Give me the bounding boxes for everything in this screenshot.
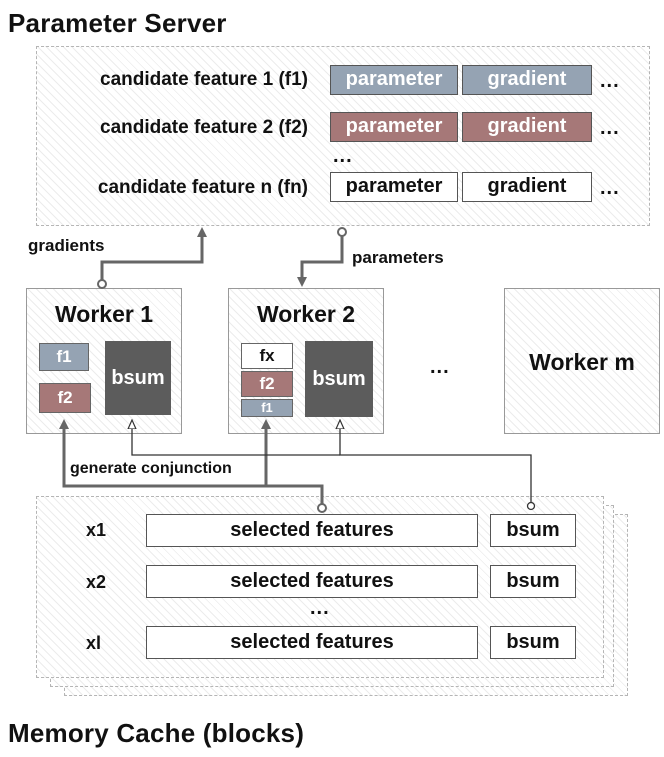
ps-grad-cell-1: gradient xyxy=(462,65,592,95)
row-label-xl: xl xyxy=(86,633,102,653)
parameters-arrow-start xyxy=(337,227,347,237)
bsum-cell-2: bsum xyxy=(490,565,576,598)
worker-2-f1: f1 xyxy=(241,399,293,417)
gradients-arrow xyxy=(100,227,207,284)
selected-features-arrow-w1 xyxy=(59,419,266,488)
selected-features-l: selected features xyxy=(146,626,478,659)
worker-m-title: Worker m xyxy=(529,349,635,375)
parameters-label: parameters xyxy=(352,248,444,267)
ps-row-ellipsis-2: ... xyxy=(600,117,620,139)
row-label-x2: x2 xyxy=(86,572,107,592)
ps-row-label-1: candidate feature 1 (f1) xyxy=(100,69,308,90)
worker-1-f2: f2 xyxy=(39,383,91,413)
ps-row-label-2: candidate feature 2 (f2) xyxy=(100,117,308,138)
ps-row-label-n: candidate feature n (fn) xyxy=(97,177,308,198)
gradients-arrow-start xyxy=(97,279,107,289)
worker-1: Worker 1 f1 f2 bsum xyxy=(26,288,182,434)
selected-features-arrow-w2 xyxy=(261,419,324,506)
memory-cache-title: Memory Cache (blocks) xyxy=(8,718,305,748)
bsum-cell-l: bsum xyxy=(490,626,576,659)
generate-conjunction-label: generate conjunction xyxy=(70,460,232,478)
worker-1-f1: f1 xyxy=(39,343,89,371)
bsum-arrow-w2 xyxy=(340,424,532,504)
worker-2-fx: fx xyxy=(241,343,293,369)
ps-param-cell-1: parameter xyxy=(330,65,458,95)
ps-grad-cell-n: gradient xyxy=(462,172,592,202)
parameter-server-title: Parameter Server xyxy=(8,8,227,38)
parameters-arrow xyxy=(297,234,344,287)
worker-2-f2: f2 xyxy=(241,371,293,397)
worker-2: Worker 2 fx f2 f1 bsum xyxy=(228,288,384,434)
ps-param-cell-2: parameter xyxy=(330,112,458,142)
memory-ellipsis: ... xyxy=(310,597,330,619)
worker-2-title: Worker 2 xyxy=(256,301,355,327)
selected-features-arrow-start xyxy=(317,503,327,513)
ps-mid-ellipsis: ... xyxy=(333,145,353,167)
worker-2-bsum: bsum xyxy=(305,341,373,417)
worker-1-bsum: bsum xyxy=(105,341,171,415)
ps-grad-cell-2: gradient xyxy=(462,112,592,142)
row-label-x1: x1 xyxy=(86,520,107,540)
ps-param-cell-n: parameter xyxy=(330,172,458,202)
selected-features-1: selected features xyxy=(146,514,478,547)
bsum-arrow-w1 xyxy=(132,424,340,456)
ps-row-ellipsis-1: ... xyxy=(600,70,620,92)
worker-m: Worker m xyxy=(504,288,660,434)
bsum-arrow-start xyxy=(526,501,536,511)
bsum-cell-1: bsum xyxy=(490,514,576,547)
selected-features-2: selected features xyxy=(146,565,478,598)
gradients-label: gradients xyxy=(28,236,105,255)
ps-row-ellipsis-n: ... xyxy=(600,177,620,199)
worker-1-title: Worker 1 xyxy=(54,301,153,327)
workers-ellipsis: ... xyxy=(430,356,450,378)
